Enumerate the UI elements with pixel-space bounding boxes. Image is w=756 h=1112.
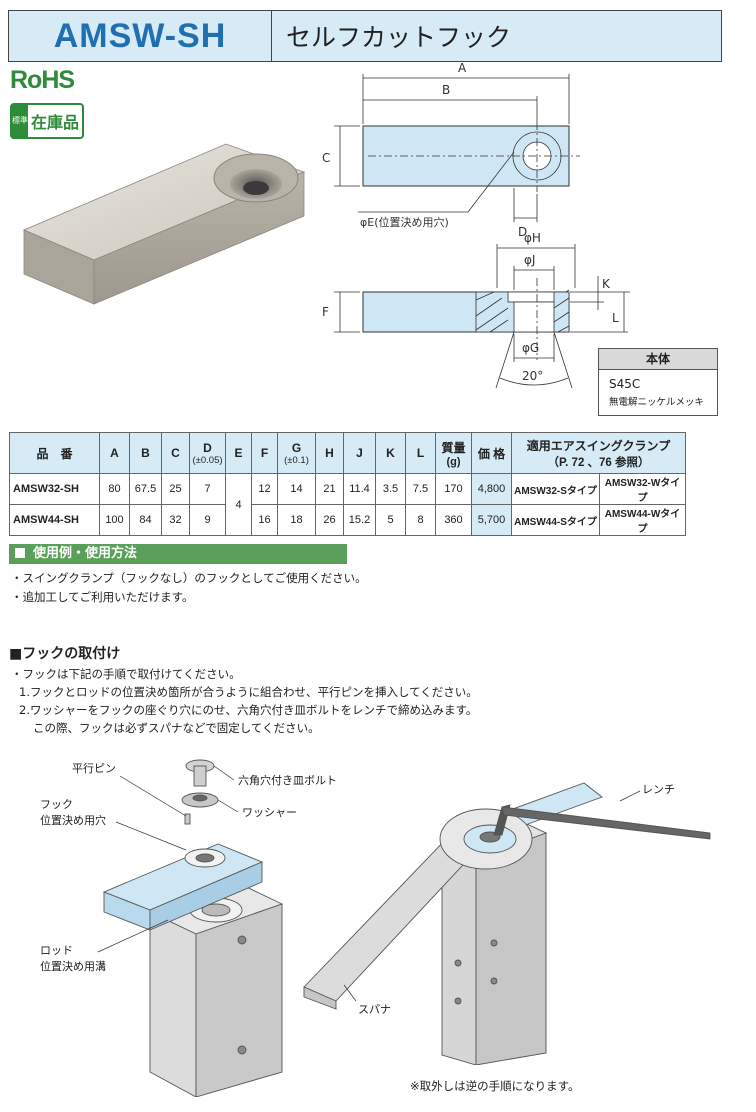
usage-line-2: ・追加工してご利用いただけます。 — [11, 590, 194, 604]
label-pin: 平行ピン — [72, 762, 116, 775]
cell-l: 8 — [405, 504, 436, 536]
cell-j: 11.4 — [343, 473, 376, 505]
cell-clamp-s: AMSW32-Sタイプ — [511, 473, 600, 505]
col-f: F — [251, 432, 278, 474]
cell-part: AMSW44-SH — [9, 504, 100, 536]
spec-table: 品 番 A B C D(±0.05) E F G(±0.1) H J K L 質… — [9, 432, 686, 536]
label-spanner: スパナ — [358, 1003, 391, 1016]
cell-clamp-w: AMSW32-Wタイプ — [599, 473, 686, 505]
cell-a: 80 — [99, 473, 130, 505]
cell-h: 21 — [315, 473, 344, 505]
stock-badge: 標準 在庫品 — [10, 103, 84, 139]
cell-c: 32 — [161, 504, 190, 536]
cell-k: 3.5 — [375, 473, 406, 505]
product-photo — [22, 143, 306, 305]
product-code: AMSW-SH — [9, 11, 272, 61]
cell-price: 4,800 — [471, 473, 512, 505]
col-d: D(±0.05) — [189, 432, 226, 474]
material-finish: 無電解ニッケルメッキ — [609, 397, 705, 408]
label-wrench: レンチ — [642, 783, 675, 796]
cell-f: 12 — [251, 473, 278, 505]
col-e: E — [225, 432, 252, 474]
label-washer: ワッシャー — [242, 806, 297, 819]
col-g: G(±0.1) — [277, 432, 316, 474]
col-part: 品 番 — [9, 432, 100, 474]
dim-e-label: φE(位置決め用穴) — [360, 215, 449, 229]
col-l: L — [405, 432, 436, 474]
col-price: 価 格 — [471, 432, 512, 474]
col-a: A — [99, 432, 130, 474]
dim-d-label: D — [518, 225, 527, 239]
cell-clamp-w: AMSW44-Wタイプ — [599, 504, 686, 536]
label-hook-2: 位置決め用穴 — [40, 813, 106, 827]
col-mass: 質量(g) — [435, 432, 472, 474]
cell-price: 5,700 — [471, 504, 512, 536]
cell-d: 7 — [189, 473, 226, 505]
cell-mass: 170 — [435, 473, 472, 505]
angle-label: 20° — [522, 369, 543, 383]
cell-l: 7.5 — [405, 473, 436, 505]
install-line-3: 2.ワッシャーをフックの座ぐり穴にのせ、六角穴付き皿ボルトをレンチで締め込みます… — [19, 703, 478, 717]
cell-clamp-s: AMSW44-Sタイプ — [511, 504, 600, 536]
label-hook-1: フック — [40, 798, 73, 811]
square-icon — [15, 548, 25, 558]
cell-part: AMSW32-SH — [9, 473, 100, 505]
table-row: AMSW32-SH 80 67.5 25 7 4 12 14 21 11.4 3… — [9, 473, 686, 536]
dim-b-label: B — [442, 83, 450, 97]
dim-c-label: C — [322, 151, 330, 165]
install-heading: ■フックの取付け — [9, 646, 121, 662]
cell-mass: 360 — [435, 504, 472, 536]
cell-c: 25 — [161, 473, 190, 505]
col-clamp: 適用エアスイングクランプ（P. 72 、76 参照） — [511, 432, 686, 474]
usage-heading: 使用例・使用方法 — [9, 544, 347, 564]
removal-note: ※取外しは逆の手順になります。 — [410, 1079, 580, 1093]
dim-g-label: φG — [522, 341, 539, 355]
col-b: B — [129, 432, 162, 474]
assembly-illustration: 平行ピン 六角穴付き皿ボルト ワッシャー フック 位置決め用穴 ロッド 位置決め… — [40, 759, 337, 1097]
install-line-1: ・フックは下記の手順で取付けてください。 — [11, 667, 241, 681]
cell-h: 26 — [315, 504, 344, 536]
tightening-illustration: レンチ スパナ — [303, 782, 711, 1065]
material-value: S45C — [609, 377, 641, 391]
cell-a: 100 — [99, 504, 130, 536]
col-j: J — [343, 432, 376, 474]
rohs-badge: RoHS — [10, 66, 75, 94]
label-bolt: 六角穴付き皿ボルト — [238, 773, 337, 787]
cell-b: 67.5 — [129, 473, 162, 505]
table-row: AMSW44-SH 100 84 32 9 16 18 26 15.2 5 8 … — [9, 504, 686, 536]
cell-g: 14 — [277, 473, 316, 505]
dim-h-label: φH — [524, 231, 541, 245]
col-h: H — [315, 432, 344, 474]
stock-badge-text: 在庫品 — [30, 113, 79, 132]
dim-a-label: A — [458, 61, 467, 75]
usage-line-1: ・スイングクランプ（フックなし）のフックとしてご使用ください。 — [11, 571, 367, 585]
product-name: セルフカットフック — [286, 23, 512, 52]
install-line-2: 1.フックとロッドの位置決め箇所が合うように組合わせ、平行ピンを挿入してください… — [19, 685, 478, 699]
title-bar: AMSW-SH セルフカットフック — [8, 10, 722, 62]
dim-j-label: φJ — [524, 253, 535, 267]
dimension-drawing: A B C D φE(位置決め用穴) φH φJ K F L φG 20° — [322, 61, 630, 389]
label-rod-2: 位置決め用溝 — [40, 959, 106, 973]
cell-b: 84 — [129, 504, 162, 536]
cell-d: 9 — [189, 504, 226, 536]
cell-g: 18 — [277, 504, 316, 536]
stock-badge-label: 標準 — [12, 105, 28, 137]
dim-l-label: L — [612, 311, 619, 325]
material-title: 本体 — [599, 349, 717, 370]
dim-f-label: F — [322, 305, 329, 319]
col-k: K — [375, 432, 406, 474]
col-c: C — [161, 432, 190, 474]
install-line-4: この際、フックは必ずスパナなどで固定してください。 — [33, 721, 320, 735]
cell-f: 16 — [251, 504, 278, 536]
cell-e: 4 — [225, 473, 252, 536]
label-rod-1: ロッド — [40, 944, 73, 957]
dim-k-label: K — [602, 277, 611, 291]
material-box: 本体 S45C 無電解ニッケルメッキ — [598, 348, 718, 416]
cell-j: 15.2 — [343, 504, 376, 536]
cell-k: 5 — [375, 504, 406, 536]
